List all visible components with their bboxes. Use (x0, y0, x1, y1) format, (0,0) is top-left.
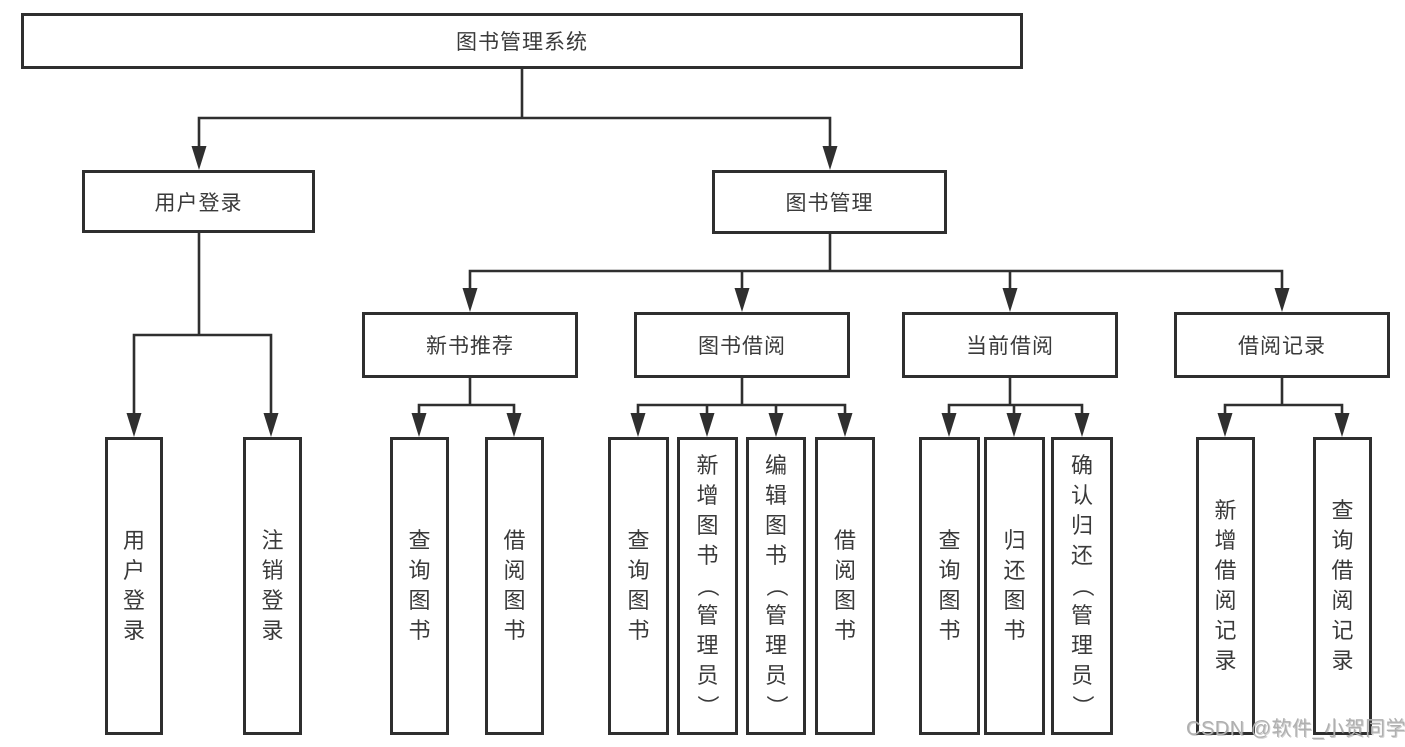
node-library-system: 图书管理系统 (21, 13, 1023, 69)
leaf-edit-books-admin: 编辑图书（管理员） (746, 437, 806, 735)
leaf-recommend-borrow-books: 借阅图书 (485, 437, 544, 735)
leaf-query-borrow-record-label: 查询借阅记录 (1331, 498, 1354, 673)
connector-userlogin-bar (132, 333, 273, 420)
leaf-borrow-query-books: 查询图书 (608, 437, 669, 735)
leaf-recommend-query-books-label: 查询图书 (408, 528, 431, 643)
leaf-return-books: 归还图书 (984, 437, 1045, 735)
leaf-current-query-books: 查询图书 (919, 437, 980, 735)
node-current-borrow: 当前借阅 (902, 312, 1118, 378)
leaf-user-login-label: 用户登录 (122, 528, 145, 643)
connector-level3-bar (468, 269, 1284, 295)
node-book-management-label: 图书管理 (785, 192, 874, 215)
node-user-login: 用户登录 (82, 170, 315, 233)
leaf-confirm-return-admin-label: 确认归还（管理员） (1069, 453, 1095, 718)
leaf-confirm-return-admin: 确认归还（管理员） (1051, 437, 1113, 735)
node-library-system-label: 图书管理系统 (456, 31, 588, 54)
watermark: CSDN @软件_小贺同学 (1186, 718, 1405, 740)
node-new-book-recommend-label: 新书推荐 (426, 335, 514, 358)
node-new-book-recommend: 新书推荐 (362, 312, 578, 378)
connector-recommend-bar (417, 403, 516, 420)
leaf-recommend-borrow-books-label: 借阅图书 (503, 528, 526, 643)
leaf-add-borrow-record-label: 新增借阅记录 (1214, 498, 1237, 673)
leaf-borrow-books: 借阅图书 (815, 437, 875, 735)
node-current-borrow-label: 当前借阅 (966, 335, 1054, 358)
node-book-borrow-label: 图书借阅 (698, 335, 786, 358)
connector-level2-bar (197, 116, 832, 153)
leaf-edit-books-admin-label: 编辑图书（管理员） (763, 453, 789, 718)
leaf-current-query-books-label: 查询图书 (938, 528, 961, 643)
leaf-query-borrow-record: 查询借阅记录 (1313, 437, 1372, 735)
connector-current-bar (947, 403, 1084, 420)
node-borrow-records: 借阅记录 (1174, 312, 1390, 378)
connector-records-bar (1223, 403, 1344, 420)
leaf-recommend-query-books: 查询图书 (390, 437, 449, 735)
leaf-return-books-label: 归还图书 (1003, 528, 1026, 643)
node-user-login-label: 用户登录 (154, 191, 243, 215)
arrowheads (126, 146, 1350, 437)
leaf-add-borrow-record: 新增借阅记录 (1196, 437, 1255, 735)
node-book-borrow: 图书借阅 (634, 312, 850, 378)
leaf-user-login: 用户登录 (105, 437, 163, 735)
leaf-borrow-books-label: 借阅图书 (833, 528, 856, 643)
leaf-add-books-admin-label: 新增图书（管理员） (695, 453, 721, 718)
node-book-management: 图书管理 (712, 170, 947, 234)
leaf-logout-label: 注销登录 (261, 528, 284, 643)
leaf-logout: 注销登录 (243, 437, 302, 735)
connector-borrow-bar (636, 403, 847, 420)
leaf-add-books-admin: 新增图书（管理员） (677, 437, 738, 735)
leaf-borrow-query-books-label: 查询图书 (627, 528, 650, 643)
node-borrow-records-label: 借阅记录 (1238, 335, 1326, 358)
